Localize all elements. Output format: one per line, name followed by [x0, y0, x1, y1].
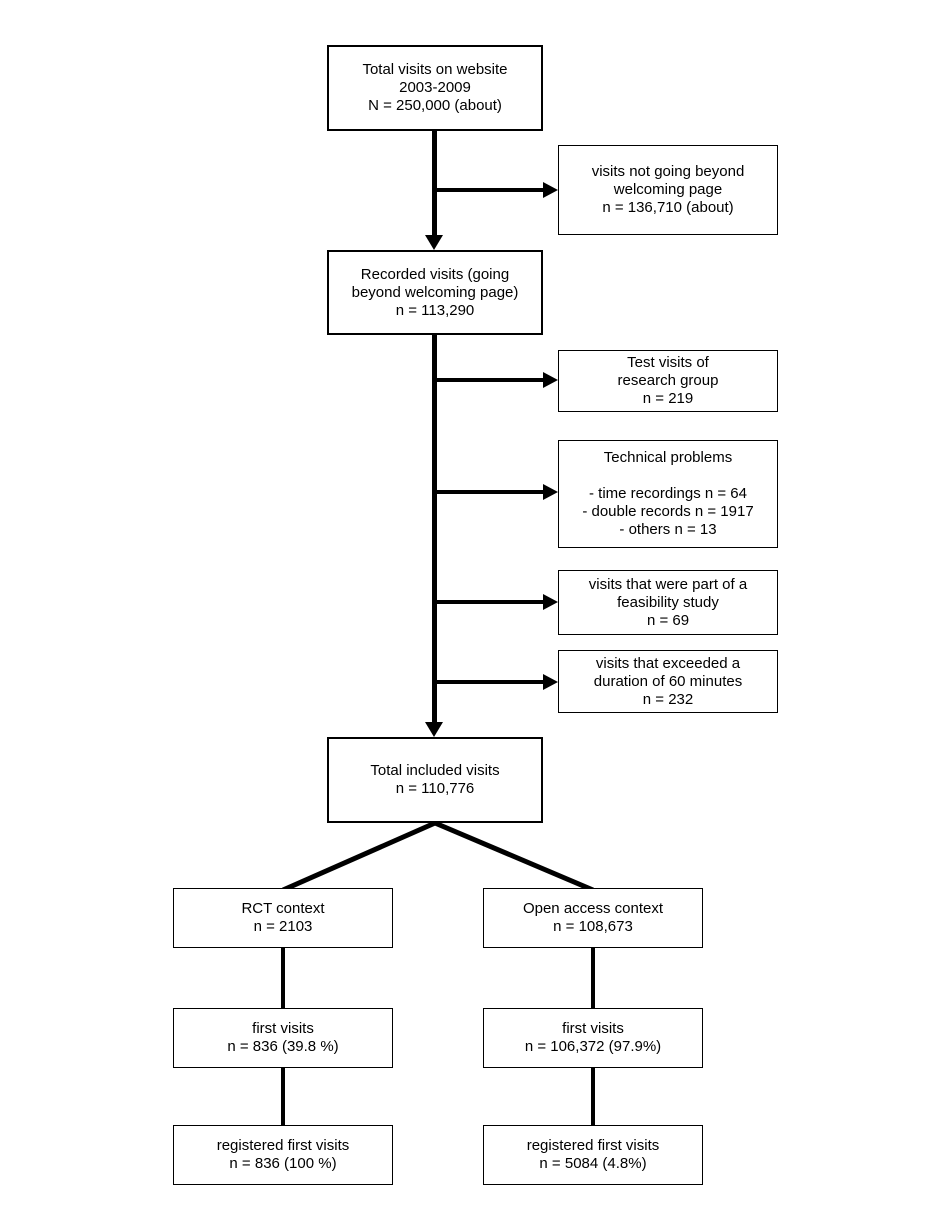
box-text-line: n = 113,290: [395, 301, 475, 319]
connector-branch-exceeded: [434, 680, 543, 684]
arrowhead-down-recorded-icon: [425, 235, 443, 250]
arrowhead-right-not-beyond-icon: [543, 182, 558, 198]
box-text-line: n = 136,710 (about): [602, 199, 734, 216]
box-text-line: visits that were part of a: [588, 575, 748, 593]
connector-branch-not-beyond: [434, 188, 543, 192]
box-text-line: - double records n = 1917: [582, 503, 754, 520]
box-registered-first-visits-rct: registered first visits n = 836 (100 %): [173, 1125, 393, 1185]
box-text-line: research group: [617, 372, 719, 389]
box-open-access-context: Open access context n = 108,673: [483, 888, 703, 948]
connector-first-to-registered-rct: [281, 1068, 285, 1125]
box-text-line: n = 219: [642, 390, 694, 407]
box-text-line: beyond welcoming page): [351, 283, 519, 301]
box-text-line: registered first visits: [526, 1137, 660, 1154]
box-text-line: Total included visits: [370, 762, 500, 779]
box-text-line: n = 5084 (4.8%): [539, 1155, 647, 1172]
connector-recorded-to-included: [432, 335, 437, 723]
box-text-line: first visits: [562, 1020, 624, 1037]
box-text-line: n = 2103: [253, 918, 313, 935]
box-text-line: registered first visits: [216, 1137, 350, 1154]
connector-rct-to-first: [281, 948, 285, 1008]
box-rct-context: RCT context n = 2103: [173, 888, 393, 948]
box-technical-problems: Technical problems - time recordings n =…: [558, 440, 778, 548]
box-text-line: RCT context: [241, 900, 325, 917]
box-text-line: Technical problems: [603, 449, 733, 466]
box-text-line: first visits: [252, 1020, 314, 1037]
box-text-line: welcoming page: [613, 181, 723, 198]
connector-open-to-first: [591, 948, 595, 1008]
box-recorded-visits: Recorded visits (going beyond welcoming …: [327, 250, 543, 335]
box-text-line: duration of 60 minutes: [593, 672, 743, 690]
arrowhead-right-test-visits-icon: [543, 372, 558, 388]
box-text-line: n = 106,372 (97.9%): [524, 1038, 662, 1055]
box-text-line: Test visits of: [627, 354, 709, 371]
box-text-line: feasibility study: [617, 593, 719, 611]
box-text-line: n = 69: [646, 611, 690, 629]
connector-branch-feasibility: [434, 600, 543, 604]
arrowhead-down-included-icon: [425, 722, 443, 737]
box-exceeded-duration: visits that exceeded a duration of 60 mi…: [558, 650, 778, 713]
box-total-visits: Total visits on website 2003-2009 N = 25…: [327, 45, 543, 131]
box-text-line: n = 836 (100 %): [229, 1155, 337, 1172]
connector-first-to-registered-open: [591, 1068, 595, 1125]
box-text-line: N = 250,000 (about): [368, 97, 502, 114]
box-first-visits-open: first visits n = 106,372 (97.9%): [483, 1008, 703, 1068]
connector-branch-test-visits: [434, 378, 543, 382]
connector-top-to-recorded: [432, 131, 437, 236]
box-first-visits-rct: first visits n = 836 (39.8 %): [173, 1008, 393, 1068]
box-text-line: - time recordings n = 64: [589, 485, 747, 502]
box-text-line: - others n = 13: [619, 521, 717, 538]
arrowhead-right-exceeded-icon: [543, 674, 558, 690]
box-text-line: Recorded visits (going: [360, 265, 510, 283]
connector-branch-technical: [434, 490, 543, 494]
box-text-line: n = 108,673: [553, 918, 633, 935]
box-text-line: n = 836 (39.8 %): [227, 1038, 339, 1055]
box-registered-first-visits-open: registered first visits n = 5084 (4.8%): [483, 1125, 703, 1185]
box-text-line: Total visits on website: [362, 61, 508, 78]
box-visits-not-beyond: visits not going beyond welcoming page n…: [558, 145, 778, 235]
box-text-line: Open access context: [522, 900, 664, 917]
box-feasibility-study: visits that were part of a feasibility s…: [558, 570, 778, 635]
box-total-included: Total included visits n = 110,776: [327, 737, 543, 823]
box-text-line: visits not going beyond: [591, 163, 745, 180]
arrowhead-right-technical-icon: [543, 484, 558, 500]
box-text-line: 2003-2009: [399, 79, 471, 96]
box-text-line: visits that exceeded a: [595, 654, 741, 672]
box-text-line: n = 110,776: [395, 780, 475, 797]
box-test-visits: Test visits of research group n = 219: [558, 350, 778, 412]
arrowhead-right-feasibility-icon: [543, 594, 558, 610]
box-text-line: n = 232: [642, 690, 694, 708]
